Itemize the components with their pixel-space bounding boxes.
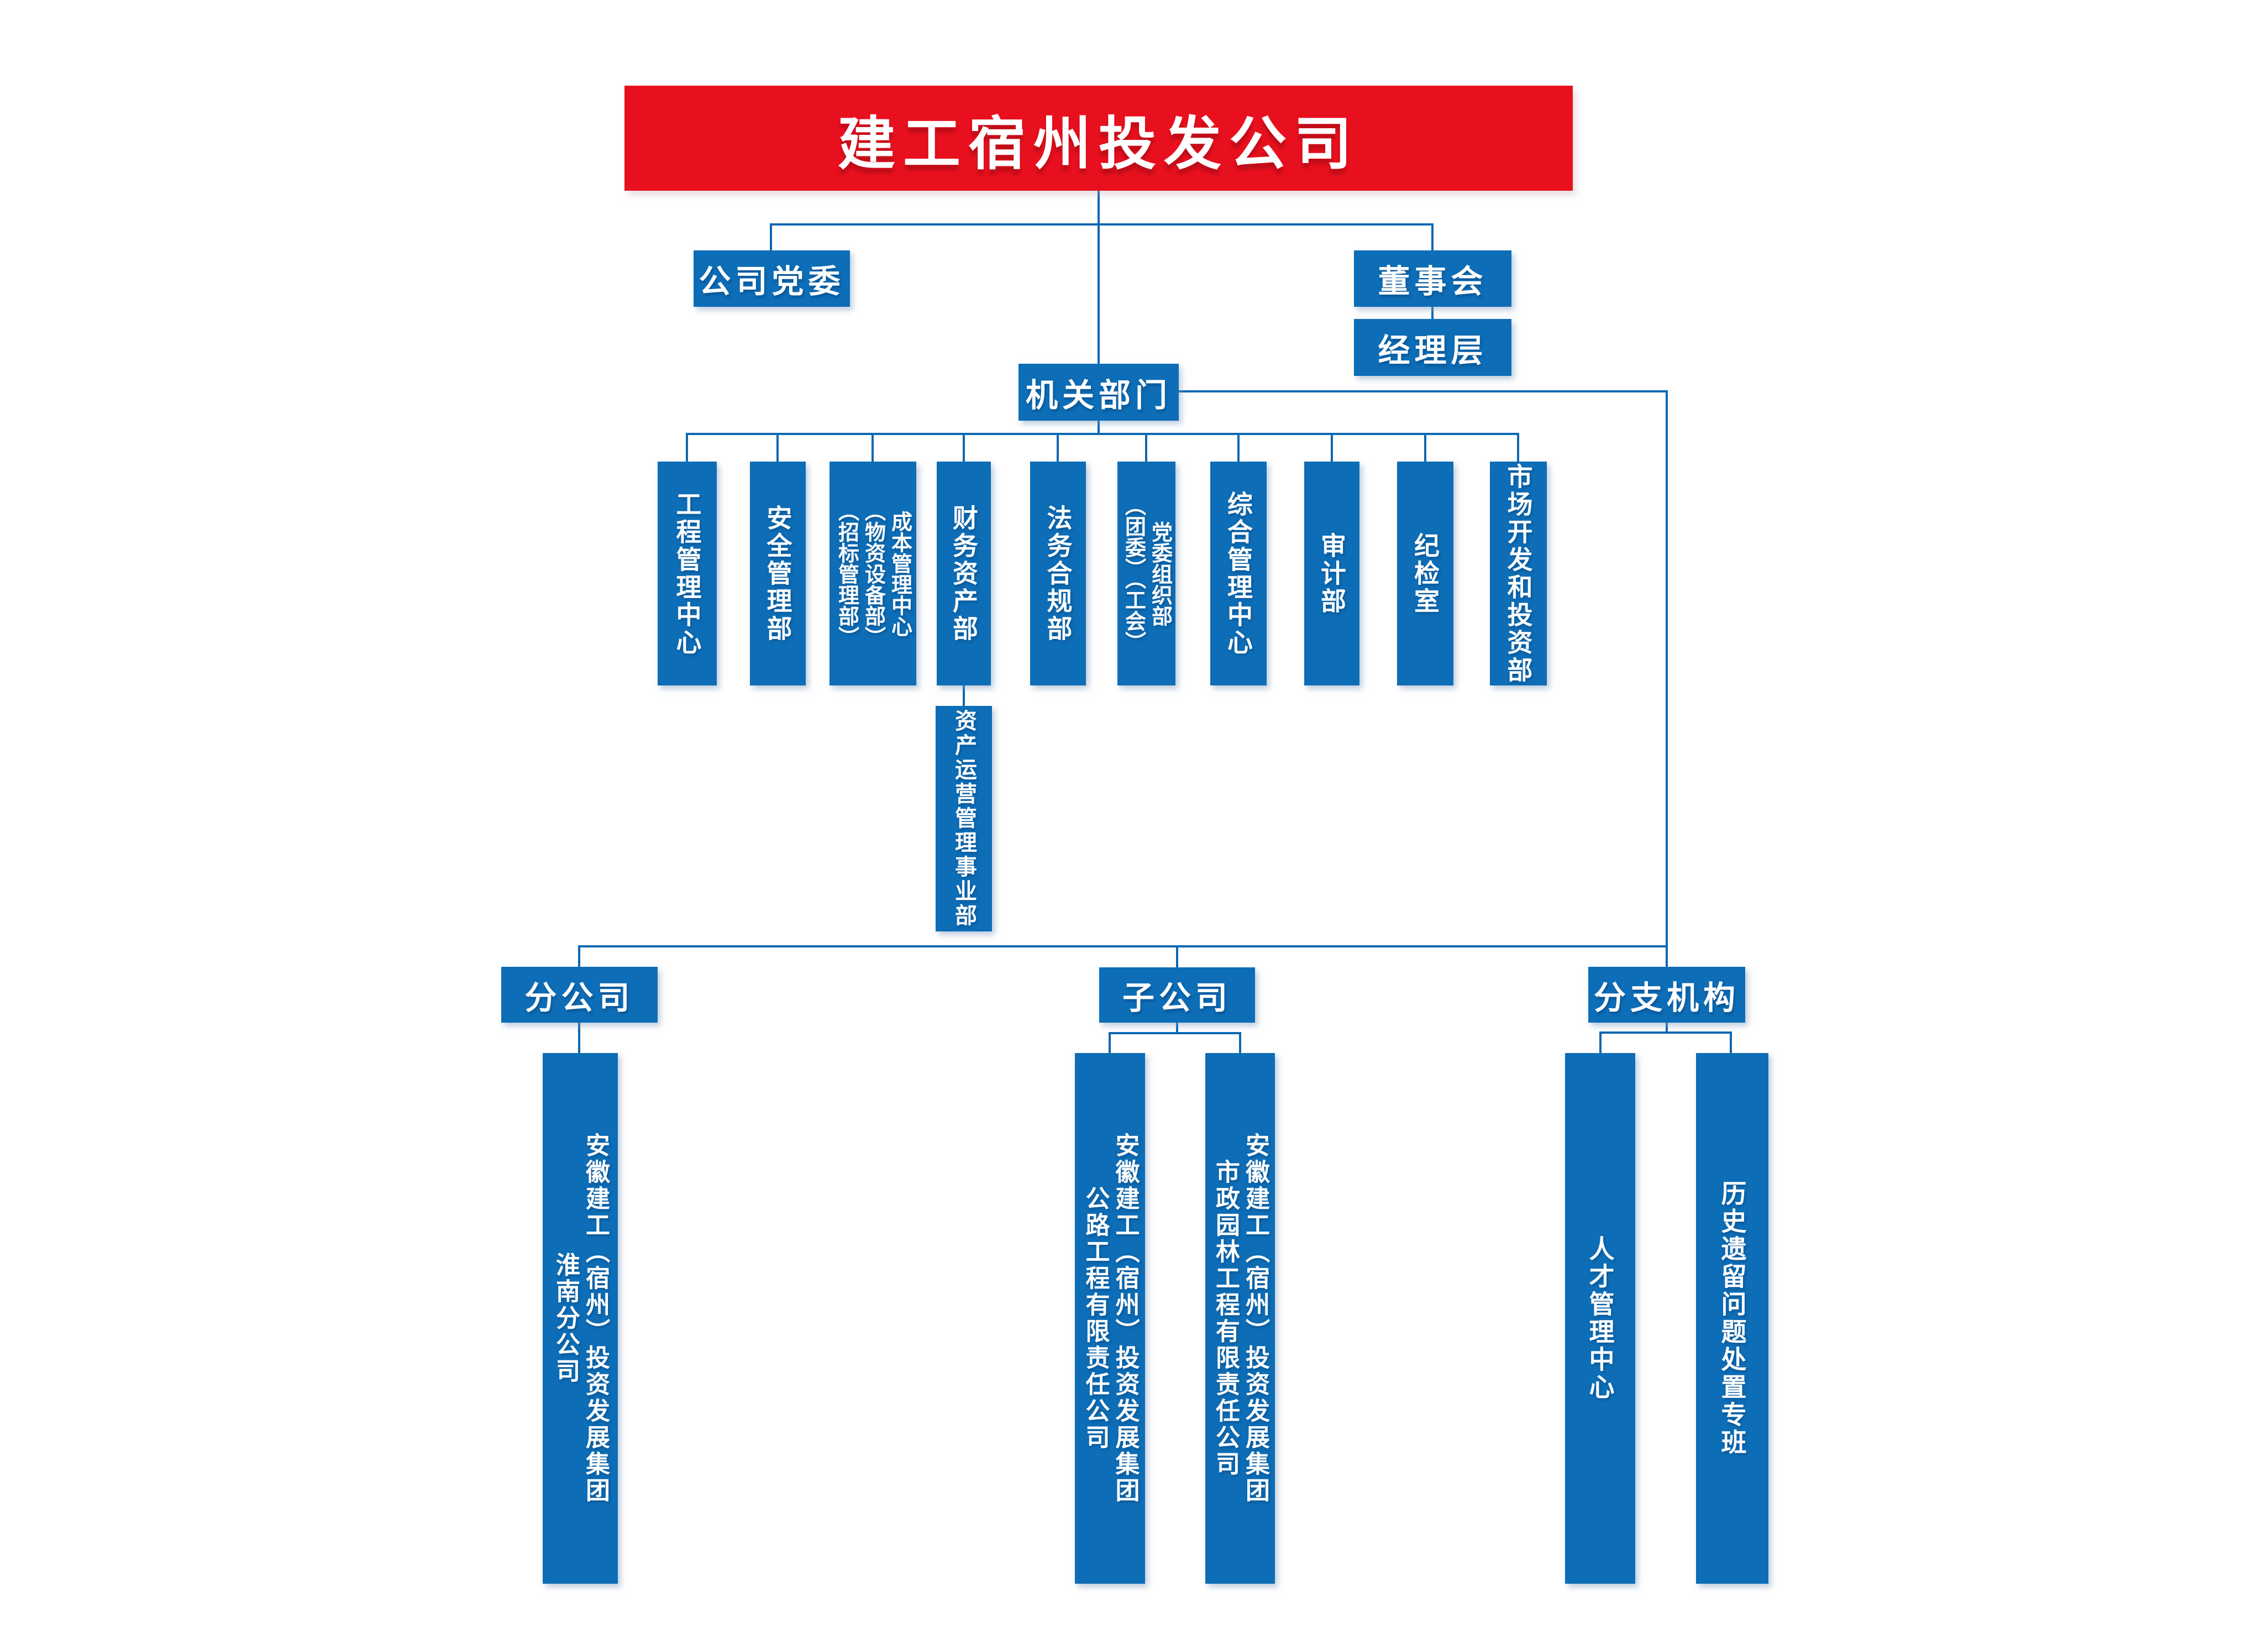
subsidiary-sublabel: 淮南分公司 xyxy=(552,1252,579,1385)
connector-dept-stub-6 xyxy=(1145,434,1147,462)
dept-sublabel: （团委）（工会） xyxy=(1121,495,1145,652)
dept-label: 党委组织部 xyxy=(1148,521,1172,626)
dept-sublabel: （物资设备部） xyxy=(861,500,885,647)
connector-branch-org-split-horizontal xyxy=(1599,1031,1732,1034)
dept-label: 市场开发和投资部 xyxy=(1504,463,1533,684)
dept-label: 法务合规部 xyxy=(1043,504,1073,643)
asset-division-label: 资产运营管理事业部 xyxy=(952,709,976,928)
dept-label: 综合管理中心 xyxy=(1224,490,1253,657)
company-title-banner: 建工宿州投发公司 xyxy=(624,86,1573,191)
dept-node-general-mgmt-center: 综合管理中心 xyxy=(1210,462,1267,685)
connector-branch-org-split-vertical xyxy=(1666,1022,1668,1033)
connector-talent-stub xyxy=(1599,1031,1602,1054)
group-node-branch-org: 分支机构 xyxy=(1588,967,1745,1023)
subsidiary-node-legacy-issues-taskforce: 历史遗留问题处置专班 xyxy=(1696,1053,1768,1584)
node-hq-departments: 机关部门 xyxy=(1019,364,1179,421)
connector-legacy-stub xyxy=(1730,1031,1732,1054)
connector-dept-stub-5 xyxy=(1057,434,1059,462)
hq-departments-label: 机关部门 xyxy=(1025,377,1172,413)
connector-board-stub xyxy=(1431,223,1434,252)
dept-label: 纪检室 xyxy=(1411,532,1440,615)
dept-node-market-dev-investment: 市场开发和投资部 xyxy=(1490,462,1547,685)
connector-highway-stub xyxy=(1109,1032,1111,1054)
connector-subsidiary-split-vertical xyxy=(1176,1022,1178,1033)
subsidiary-label: 历史遗留问题处置专班 xyxy=(1718,1180,1747,1457)
connector-managers-stub xyxy=(1431,306,1434,320)
connector-level2-horizontal xyxy=(770,223,1434,226)
connector-hq-down-stub xyxy=(1098,420,1100,434)
dept-label: 工程管理中心 xyxy=(673,490,702,657)
subsidiary-company-label: 子公司 xyxy=(1122,980,1232,1016)
dept-node-discipline-inspection: 纪检室 xyxy=(1397,462,1453,685)
subsidiary-label: 安徽建工（宿州）投资发展集团 xyxy=(582,1133,609,1504)
dept-node-engineering-mgmt-center: 工程管理中心 xyxy=(658,462,717,685)
connector-subsidiary-split-horizontal xyxy=(1109,1032,1241,1034)
dept-node-cost-mgmt-center: 成本管理中心 （物资设备部） （招标管理部） xyxy=(830,462,916,685)
dept-node-finance-assets: 财务资产部 xyxy=(937,462,991,685)
node-party-committee: 公司党委 xyxy=(694,250,850,307)
connector-dept-stub-4 xyxy=(963,434,965,462)
dept-label: 成本管理中心 xyxy=(888,510,911,637)
connector-dept-stub-10 xyxy=(1517,434,1519,462)
branch-org-label: 分支机构 xyxy=(1593,980,1740,1016)
connector-dept-horizontal xyxy=(686,433,1519,435)
dept-node-audit: 审计部 xyxy=(1304,462,1359,685)
connector-trunk-vertical xyxy=(1098,191,1100,365)
management-label: 经理层 xyxy=(1378,332,1488,369)
dept-node-party-organization: 党委组织部 （团委）（工会） xyxy=(1117,462,1175,685)
subsidiary-sublabel: 市政园林工程有限责任公司 xyxy=(1212,1159,1239,1478)
subsidiary-node-huainan-branch: 安徽建工（宿州）投资发展集团 淮南分公司 xyxy=(543,1053,618,1584)
connector-dept-stub-7 xyxy=(1237,434,1240,462)
connector-municipal-stub xyxy=(1239,1032,1241,1054)
subsidiary-label: 人才管理中心 xyxy=(1586,1235,1615,1401)
company-title-label: 建工宿州投发公司 xyxy=(837,112,1359,176)
connector-dept-stub-3 xyxy=(872,434,874,462)
dept-node-legal-compliance: 法务合规部 xyxy=(1030,462,1086,685)
node-board-of-directors: 董事会 xyxy=(1354,250,1511,307)
connector-dept-stub-8 xyxy=(1331,434,1333,462)
connector-branch-company-stub xyxy=(578,945,580,968)
dept-label: 安全管理部 xyxy=(763,504,792,643)
branch-company-label: 分公司 xyxy=(524,980,634,1016)
subsidiary-node-highway-engineering: 安徽建工（宿州）投资发展集团 公路工程有限责任公司 xyxy=(1075,1053,1145,1584)
dept-label: 财务资产部 xyxy=(949,504,978,643)
subsidiary-label: 安徽建工（宿州）投资发展集团 xyxy=(1242,1133,1269,1504)
group-node-branch-company: 分公司 xyxy=(501,967,658,1023)
board-label: 董事会 xyxy=(1378,264,1488,300)
dept-label: 审计部 xyxy=(1317,532,1346,615)
connector-bottom-horizontal xyxy=(578,945,1668,947)
group-node-subsidiary-company: 子公司 xyxy=(1099,967,1255,1023)
connector-huainan-stub xyxy=(578,1022,580,1054)
connector-dept-stub-2 xyxy=(776,434,779,462)
dept-sublabel: （招标管理部） xyxy=(834,500,858,647)
connector-right-branch-horizontal xyxy=(1179,390,1668,392)
connector-party-stub xyxy=(770,223,772,252)
connector-asset-stub xyxy=(963,684,965,706)
subsidiary-node-talent-mgmt-center: 人才管理中心 xyxy=(1565,1053,1635,1584)
node-management-layer: 经理层 xyxy=(1354,319,1511,376)
connector-right-branch-vertical xyxy=(1666,390,1668,968)
subsidiary-node-municipal-garden: 安徽建工（宿州）投资发展集团 市政园林工程有限责任公司 xyxy=(1205,1053,1275,1584)
party-committee-label: 公司党委 xyxy=(699,264,845,300)
node-asset-operation-division: 资产运营管理事业部 xyxy=(936,706,992,931)
connector-subsidiary-stub xyxy=(1176,945,1178,968)
connector-dept-stub-1 xyxy=(686,434,688,462)
dept-node-safety-mgmt: 安全管理部 xyxy=(750,462,806,685)
connector-dept-stub-9 xyxy=(1424,434,1426,462)
subsidiary-sublabel: 公路工程有限责任公司 xyxy=(1082,1186,1109,1451)
subsidiary-label: 安徽建工（宿州）投资发展集团 xyxy=(1111,1133,1139,1504)
